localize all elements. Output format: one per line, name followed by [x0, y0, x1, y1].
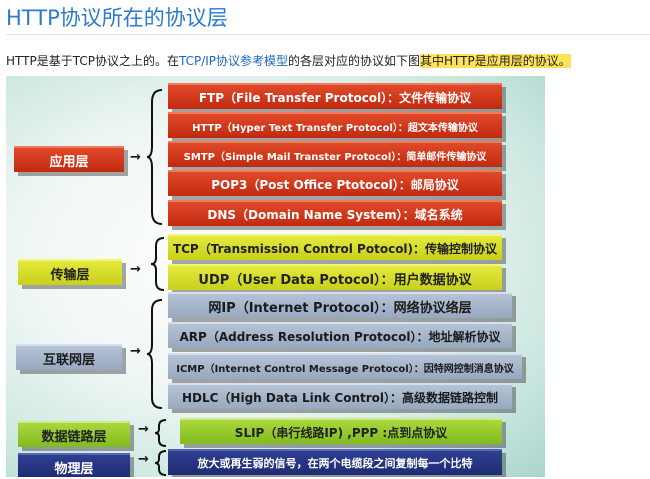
- layer-transport-brace: [150, 237, 165, 291]
- layer-physical-arrow: →: [138, 452, 149, 467]
- layer-application-label: 应用层: [14, 146, 124, 172]
- protocol-slip-ppp: SLIP（串行线路IP) ,PPP :点到点协议: [180, 418, 502, 444]
- layer-physical-label: 物理层: [18, 453, 130, 477]
- protocol-physical: 放大或再生弱的信号，在两个电缆段之间复制每一个比特: [168, 449, 502, 475]
- intro-text-2: 的各层对应的协议如下图: [288, 54, 421, 68]
- title-divider: [6, 34, 650, 35]
- layer-application-arrow: →: [130, 150, 141, 165]
- page-title: HTTP协议所在的协议层: [6, 6, 228, 30]
- layer-physical-brace: [154, 450, 167, 476]
- protocol-http: HTTP（Hyper Text Transfer Protocol）：超文本传输…: [168, 112, 502, 138]
- protocol-smtp: SMTP（Simple Mail Transter Protocol）：简单邮件…: [168, 141, 502, 167]
- protocol-hdlc: HDLC（High Data Link Control）：高级数据链路控制: [168, 383, 512, 409]
- protocol-icmp: ICMP（Internet Control Message Protocol）：…: [168, 353, 522, 379]
- layer-datalink-brace: [154, 419, 167, 447]
- layer-internet-arrow: →: [130, 344, 141, 359]
- protocol-dns: DNS（Domain Name System）：域名系统: [168, 200, 502, 226]
- protocol-ftp: FTP（File Transfer Protocol）：文件传输协议: [168, 83, 502, 109]
- layer-internet-label: 互联网层: [16, 344, 122, 370]
- tcpip-protocol-diagram: 应用层 → FTP（File Transfer Protocol）：文件传输协议…: [6, 76, 545, 477]
- protocol-udp: UDP（User Data Potocol）：用户数据协议: [168, 264, 502, 290]
- layer-application-brace: [146, 89, 163, 225]
- layer-transport-label: 传输层: [18, 259, 122, 285]
- intro-text-1: HTTP是基于TCP协议之上的。在: [6, 54, 179, 68]
- tcpip-model-link[interactable]: TCP/IP协议参考模型: [178, 54, 289, 68]
- layer-datalink-arrow: →: [138, 422, 149, 437]
- layer-internet-brace: [146, 299, 163, 409]
- intro-highlight: 其中HTTP是应用层的协议。: [420, 54, 571, 68]
- protocol-tcp: TCP（Transmission Control Potocol)：传输控制协议: [168, 234, 502, 260]
- layer-datalink-label: 数据链路层: [18, 421, 130, 447]
- protocol-pop3: POP3（Post Office Ptotocol）：邮局协议: [168, 170, 502, 196]
- protocol-ip: 网IP（Internet Protocol）：网络协议络层: [168, 292, 512, 318]
- intro-paragraph: HTTP是基于TCP协议之上的。在TCP/IP协议参考模型的各层对应的协议如下图…: [6, 52, 571, 69]
- layer-transport-arrow: →: [130, 262, 141, 277]
- protocol-arp: ARP（Address Resolution Protocol）：地址解析协议: [168, 322, 512, 348]
